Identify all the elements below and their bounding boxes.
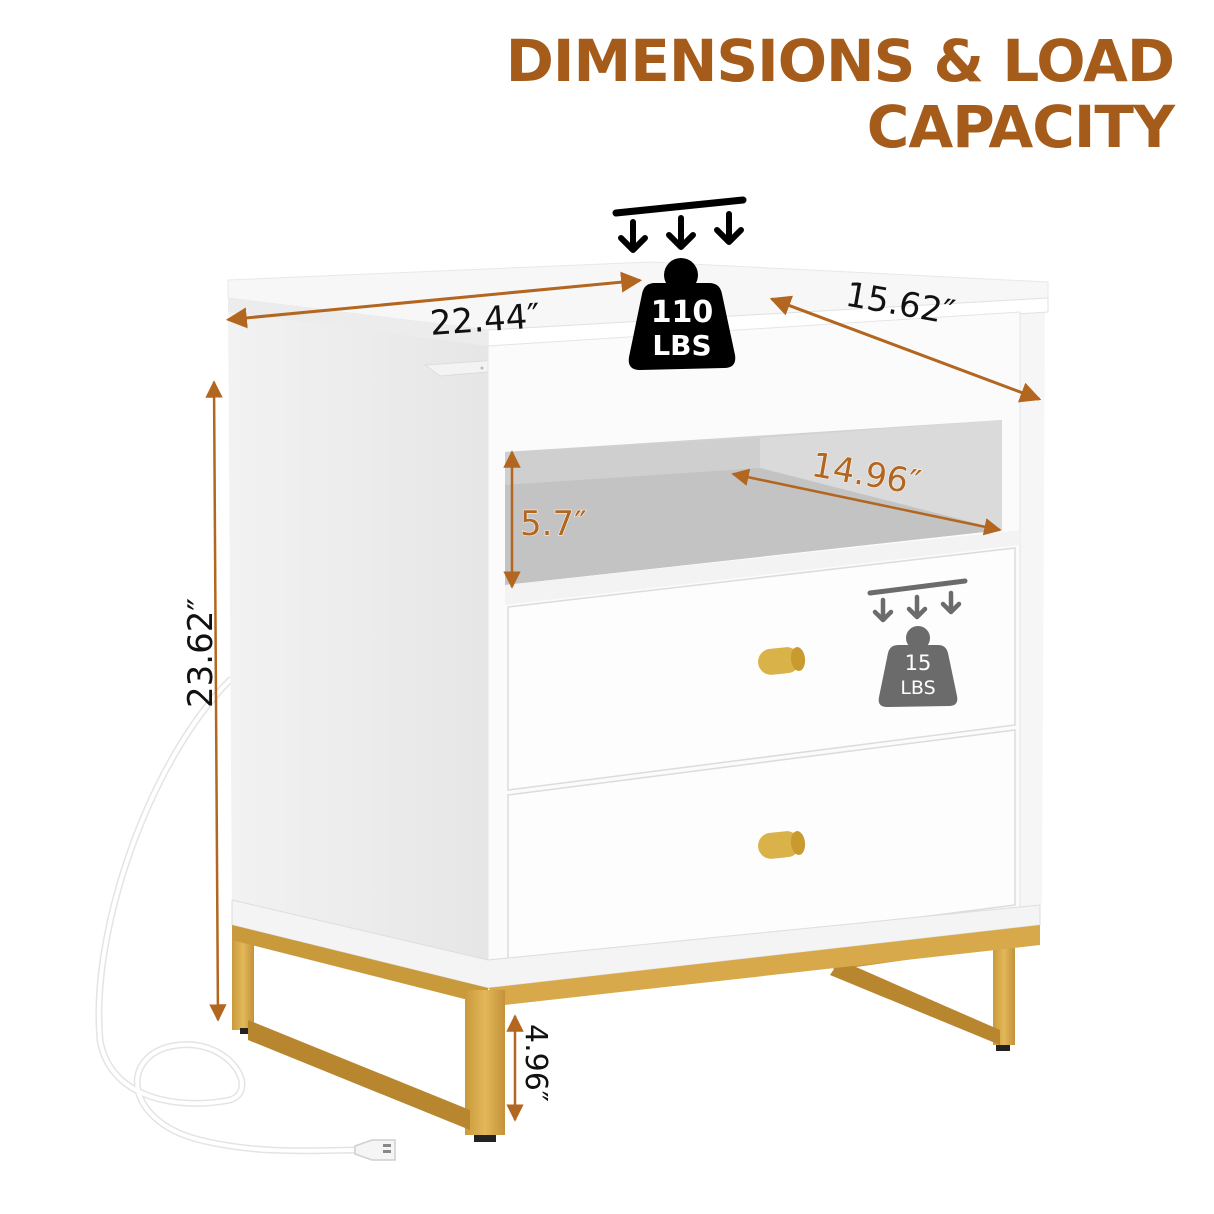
drawer-bottom[interactable]	[507, 729, 1016, 971]
leg-height-label: 4.96″	[518, 1024, 553, 1102]
top-load-value: 110	[651, 295, 714, 330]
right-side-panel	[1018, 292, 1045, 910]
top-load-badge: 110 LBS	[612, 196, 747, 370]
leg-height-dimension: 4.96″	[506, 1014, 553, 1122]
page-title: DIMENSIONS & LOAD CAPACITY	[505, 27, 1175, 161]
height-label: 23.62″	[181, 598, 221, 708]
title-line-2: CAPACITY	[866, 93, 1175, 161]
drawer-load-unit: LBS	[900, 677, 935, 699]
plug-icon	[354, 1139, 396, 1161]
shelf-height-label: 5.7″	[520, 504, 587, 544]
side-panel	[228, 298, 488, 975]
height-dimension: 23.62″	[181, 380, 227, 1022]
shelf-height-dimension: 5.7″	[503, 450, 587, 589]
drawer-load-value: 15	[905, 651, 932, 675]
load-arrows-icon	[612, 196, 747, 253]
width-label: 22.44″	[429, 296, 542, 344]
drawer-load-badge: 15 LBS	[867, 578, 968, 707]
weight-icon: 110 LBS	[628, 258, 736, 370]
drawer-load-arrows-icon	[867, 578, 968, 623]
power-cord	[95, 676, 364, 1155]
drawer-top[interactable]	[507, 547, 1016, 791]
gold-frame-front	[232, 925, 1040, 1142]
top-load-unit: LBS	[652, 329, 711, 362]
drawer-knob-bottom[interactable]	[757, 830, 806, 860]
width-dimension: 22.44″	[225, 271, 643, 344]
drawer-weight-icon: 15 LBS	[878, 626, 958, 707]
drawer-knob-top[interactable]	[757, 646, 806, 676]
title-line-1: DIMENSIONS & LOAD	[505, 27, 1175, 95]
